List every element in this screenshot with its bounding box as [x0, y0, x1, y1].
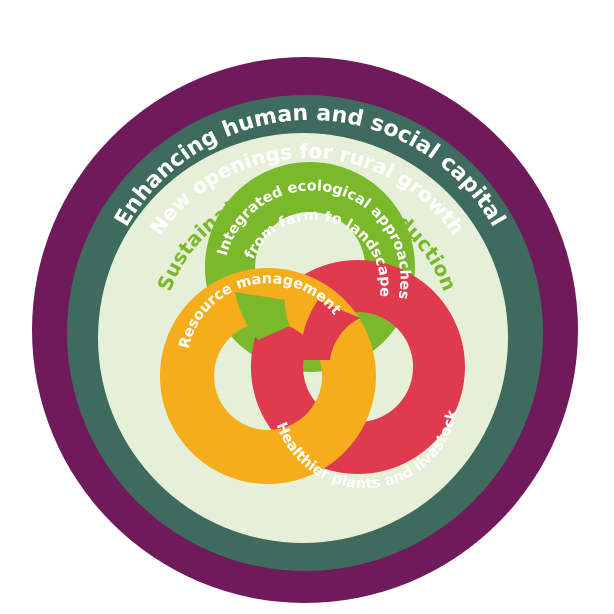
green-link-overlap: [235, 292, 290, 340]
red-link-overlap: [299, 300, 360, 360]
